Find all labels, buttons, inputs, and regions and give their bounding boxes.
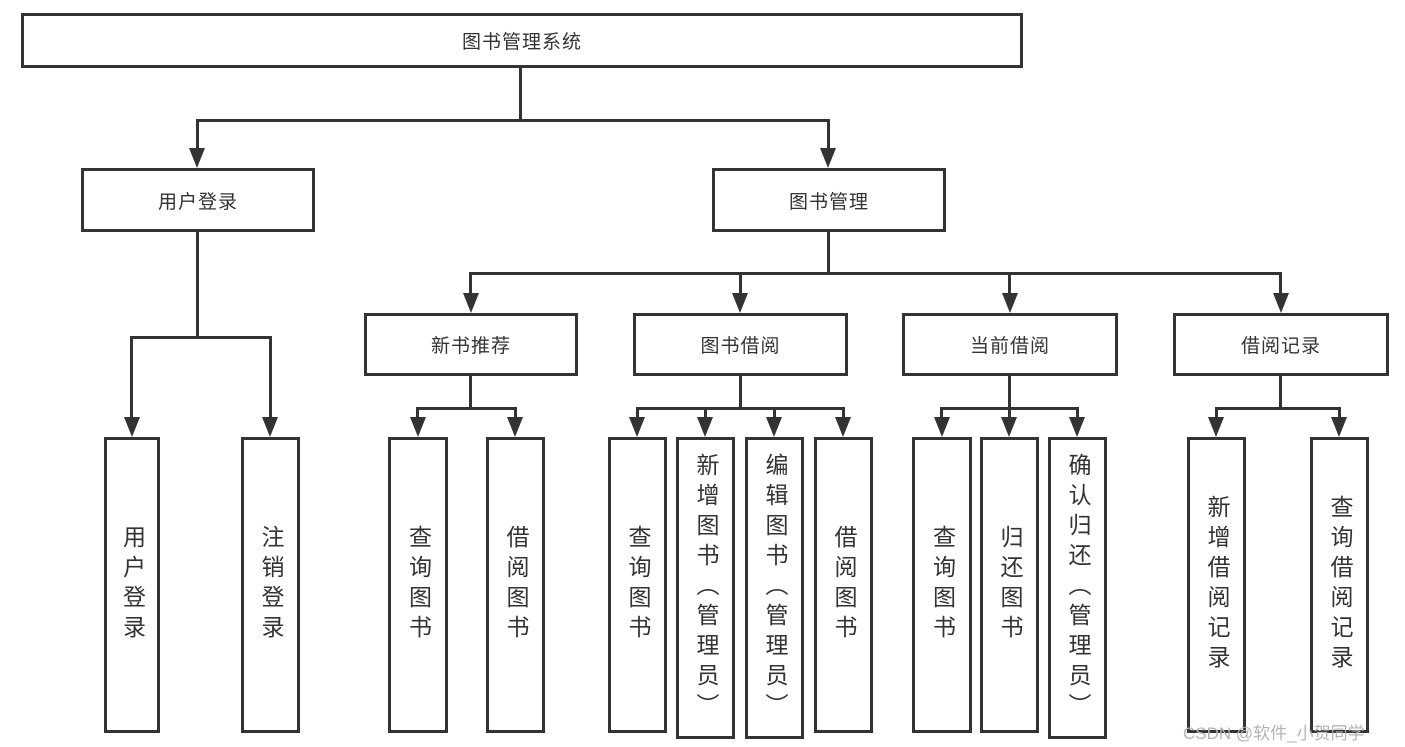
leaf-label: 编辑图书（管理员） (762, 453, 788, 723)
node-label: 图书管理系统 (461, 32, 582, 53)
connector-to-borrowing-records (1279, 272, 1282, 296)
arrowhead-icon (410, 417, 426, 437)
connector-user-login-stub (196, 232, 199, 336)
leaf-label: 查询借阅记录 (1327, 495, 1353, 675)
node-book-management: 图书管理 (712, 168, 946, 232)
connector-to-new-book-recommendation (469, 272, 472, 296)
leaf-user-login: 用户登录 (104, 437, 160, 733)
node-user-login: 用户登录 (81, 168, 315, 232)
leaf-add-books-admin: 新增图书（管理员） (676, 437, 735, 739)
node-label: 当前借阅 (969, 336, 1050, 357)
arrowhead-icon (124, 417, 140, 437)
connector-to-leaf (1338, 407, 1341, 420)
node-borrowing-records: 借阅记录 (1173, 313, 1389, 376)
connector-book-management-bar (469, 272, 1282, 275)
connector-to-leaf (842, 407, 845, 420)
leaf-label: 确认归还（管理员） (1065, 453, 1091, 723)
node-library-management-system: 图书管理系统 (21, 13, 1023, 68)
leaf-borrow-books-recommend: 借阅图书 (486, 437, 545, 733)
arrowhead-icon (1208, 417, 1224, 437)
connector-to-user-login (196, 119, 199, 152)
connector-to-book-borrowing (739, 272, 742, 296)
node-current-borrowing: 当前借阅 (902, 313, 1118, 376)
leaf-label: 查询图书 (929, 525, 956, 645)
arrowhead-icon (820, 148, 836, 168)
connector-borrowing-records-stub (1279, 376, 1282, 407)
arrowhead-icon (766, 417, 782, 437)
arrowhead-icon (732, 293, 748, 313)
leaf-confirm-return-admin: 确认归还（管理员） (1048, 437, 1107, 739)
arrowhead-icon (1273, 293, 1289, 313)
connector-current-borrowing-stub (1008, 376, 1011, 407)
connector-to-leaf (704, 407, 707, 420)
connector-to-leaf-user-login (130, 336, 133, 420)
connector-user-login-bar (130, 336, 271, 339)
leaf-label: 新增图书（管理员） (693, 453, 719, 723)
leaf-label: 借阅图书 (503, 525, 529, 645)
leaf-return-books: 归还图书 (980, 437, 1039, 733)
connector-to-leaf-logout (269, 336, 272, 420)
arrowhead-icon (1331, 417, 1347, 437)
arrowhead-icon (507, 417, 523, 437)
leaf-query-books-recommend: 查询图书 (388, 437, 448, 733)
connector-to-book-management (827, 119, 830, 152)
leaf-label: 用户登录 (119, 525, 146, 645)
connector-root-stub (519, 68, 522, 120)
connector-to-leaf (940, 407, 943, 420)
connector-new-book-stub (469, 376, 472, 407)
node-label: 用户登录 (157, 191, 238, 213)
csdn-watermark: CSDN @软件_小贺同学 (1183, 724, 1365, 743)
connector-to-leaf (416, 407, 419, 420)
connector-to-leaf (1076, 407, 1079, 420)
leaf-edit-books-admin: 编辑图书（管理员） (745, 437, 804, 739)
arrowhead-icon (1069, 417, 1085, 437)
leaf-label: 归还图书 (997, 525, 1023, 645)
connector-to-current-borrowing (1008, 272, 1011, 296)
leaf-query-books-borrowing: 查询图书 (608, 437, 667, 733)
connector-to-leaf (514, 407, 517, 420)
arrowhead-icon (1001, 417, 1017, 437)
connector-to-leaf (636, 407, 639, 420)
connector-borrowing-records-bar (1215, 407, 1341, 410)
arrowhead-icon (1002, 293, 1018, 313)
node-label: 新书推荐 (430, 336, 511, 357)
node-new-book-recommendation: 新书推荐 (364, 313, 578, 376)
connector-new-book-bar (416, 407, 517, 410)
arrowhead-icon (697, 417, 713, 437)
leaf-label: 注销登录 (258, 525, 284, 645)
arrowhead-icon (835, 417, 851, 437)
leaf-query-books-current: 查询图书 (912, 437, 972, 733)
node-label: 图书借阅 (700, 336, 781, 357)
leaf-label: 查询图书 (405, 525, 432, 645)
node-label: 图书管理 (788, 191, 869, 213)
connector-book-management-stub (827, 232, 830, 272)
arrowhead-icon (934, 417, 950, 437)
node-book-borrowing: 图书借阅 (633, 313, 848, 376)
leaf-add-borrow-record: 新增借阅记录 (1187, 437, 1246, 733)
connector-to-leaf (1215, 407, 1218, 420)
connector-to-leaf (773, 407, 776, 420)
arrowhead-icon (189, 148, 205, 168)
leaf-label: 新增借阅记录 (1204, 495, 1230, 675)
connector-book-borrowing-stub (739, 376, 742, 407)
connector-book-borrowing-bar (636, 407, 845, 410)
leaf-query-borrow-record: 查询借阅记录 (1310, 437, 1369, 733)
leaf-borrow-books-borrowing: 借阅图书 (814, 437, 873, 733)
node-label: 借阅记录 (1240, 336, 1321, 357)
connector-to-leaf (1008, 407, 1011, 420)
leaf-logout-login: 注销登录 (241, 437, 300, 733)
arrowhead-icon (629, 417, 645, 437)
connector-root-bar (196, 119, 830, 122)
arrowhead-icon (262, 417, 278, 437)
leaf-label: 借阅图书 (831, 525, 857, 645)
leaf-label: 查询图书 (625, 525, 651, 645)
arrowhead-icon (463, 293, 479, 313)
